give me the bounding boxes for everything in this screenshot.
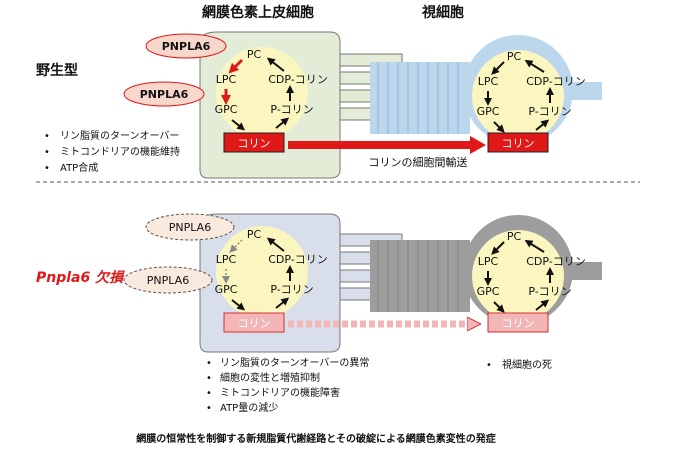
wildtype-panel: 野生型 PC LPC GPC [36,31,602,179]
mut-bullet-1: リン脂質のターンオーバーの異常 [220,356,369,369]
svg-text:•: • [44,131,50,142]
mut-pr-arrow-3 [493,301,505,313]
svg-text:•: • [206,358,212,369]
wt-rpe-choline-box [223,132,285,153]
mut-enzyme-top [145,213,235,241]
mut-pr-lpc: LPC [478,255,499,268]
mut-bullet-3: ミトコンドリアの機能障害 [220,386,340,399]
mut-pr-choline-box [487,312,549,333]
mut-rpe-cycle-area [216,226,308,318]
mut-lpc: LPC [216,253,237,266]
wt-pr-cdp-choline: CDP-コリン [526,75,586,88]
mut-pc: PC [247,228,262,241]
wt-pr-arrow-6 [524,59,545,73]
mut-bullet-list: • リン脂質のターンオーバーの異常 • 細胞の変性と増殖抑制 • ミトコンドリア… [206,356,369,414]
wt-pr-pc: PC [507,50,522,63]
wt-pr-choline-box [487,132,549,153]
mut-pr-cdp-choline: CDP-コリン [526,255,586,268]
svg-text:•: • [206,388,212,399]
mut-rpe-choline-text: コリン [238,317,271,330]
wt-transport-label: コリンの細胞間輸送 [369,155,468,169]
mut-pr-pc: PC [507,230,522,243]
mut-cdp-choline: CDP-コリン [268,253,328,266]
mut-arrow-choline-pchol [275,297,290,309]
mut-pr-arrow-1 [491,241,505,255]
wt-rpe-cycle-area [216,47,308,139]
mut-bullet-2: 細胞の変性と増殖抑制 [220,371,320,384]
mutant-panel: Pnpla6 欠損 PC LPC GPC CDP- [36,213,602,414]
mut-bullet-4: ATP量の減少 [220,401,278,414]
wt-rpe-choline-text: コリン [238,137,271,150]
mut-p-choline: P-コリン [270,283,313,296]
rpe-header: 網膜色素上皮細胞 [202,4,314,21]
mut-enzyme-top-text: PNPLA6 [169,221,211,234]
mut-photoreceptor [370,215,602,325]
svg-text:•: • [44,147,50,158]
wt-enzyme-bottom [123,81,205,107]
wt-pr-arrow-4 [535,119,550,131]
wt-bullet-1: リン脂質のターンオーバー [60,129,179,142]
mut-pr-gpc: GPC [477,285,500,298]
svg-text:•: • [206,403,212,414]
wt-arrow-pc-lpc [228,58,244,74]
mut-pr-arrow-4 [535,299,550,311]
mut-photoreceptor-bullet: 視細胞の死 [502,358,552,371]
wt-pr-p-choline: P-コリン [528,105,571,118]
wt-pr-arrow-3 [493,121,505,133]
figure-caption: 網膜の恒常性を制御する新規脂質代謝経路とその破綻による網膜色素変性の発症 [136,432,495,445]
svg-text:•: • [44,163,50,174]
wt-pr-choline-text: コリン [502,137,535,150]
mut-arrow-gpc-choline [231,299,246,311]
wt-p-choline: P-コリン [270,103,313,116]
wt-pc: PC [247,48,262,61]
svg-text:•: • [486,360,492,371]
wt-bullet-3: ATP合成 [60,161,98,174]
mutant-label: Pnpla6 欠損 [36,269,125,286]
photoreceptor-header: 視細胞 [421,4,464,21]
wildtype-label: 野生型 [36,62,78,79]
wt-cdp-choline: CDP-コリン [268,73,328,86]
wt-arrow-cdp-pc [266,57,285,72]
wt-pr-gpc: GPC [477,105,500,118]
wt-arrow-gpc-choline [231,119,246,131]
mut-enzyme-bottom [123,266,213,294]
mut-pr-arrow-6 [524,239,545,253]
wt-pr-arrow-1 [491,61,505,75]
wt-bullet-list: • リン脂質のターンオーバー • ミトコンドリアの機能維持 • ATP合成 [44,129,180,174]
mut-gpc: GPC [215,283,238,296]
mut-rpe-choline-box [223,312,285,333]
mut-enzyme-bottom-text: PNPLA6 [147,274,189,287]
wt-arrow-choline-pchol [275,117,290,129]
wt-pr-lpc: LPC [478,75,499,88]
wt-enzyme-bottom-text: PNPLA6 [140,88,189,101]
mut-pr-p-choline: P-コリン [528,285,571,298]
wt-gpc: GPC [215,103,238,116]
wt-enzyme-top [145,33,227,59]
mut-arrow-cdp-pc [266,237,285,252]
wt-bullet-2: ミトコンドリアの機能維持 [60,145,180,158]
wt-photoreceptor [370,35,602,145]
mut-pr-choline-text: コリン [502,317,535,330]
svg-text:•: • [206,373,212,384]
wt-enzyme-top-text: PNPLA6 [162,40,211,53]
wt-lpc: LPC [216,73,237,86]
